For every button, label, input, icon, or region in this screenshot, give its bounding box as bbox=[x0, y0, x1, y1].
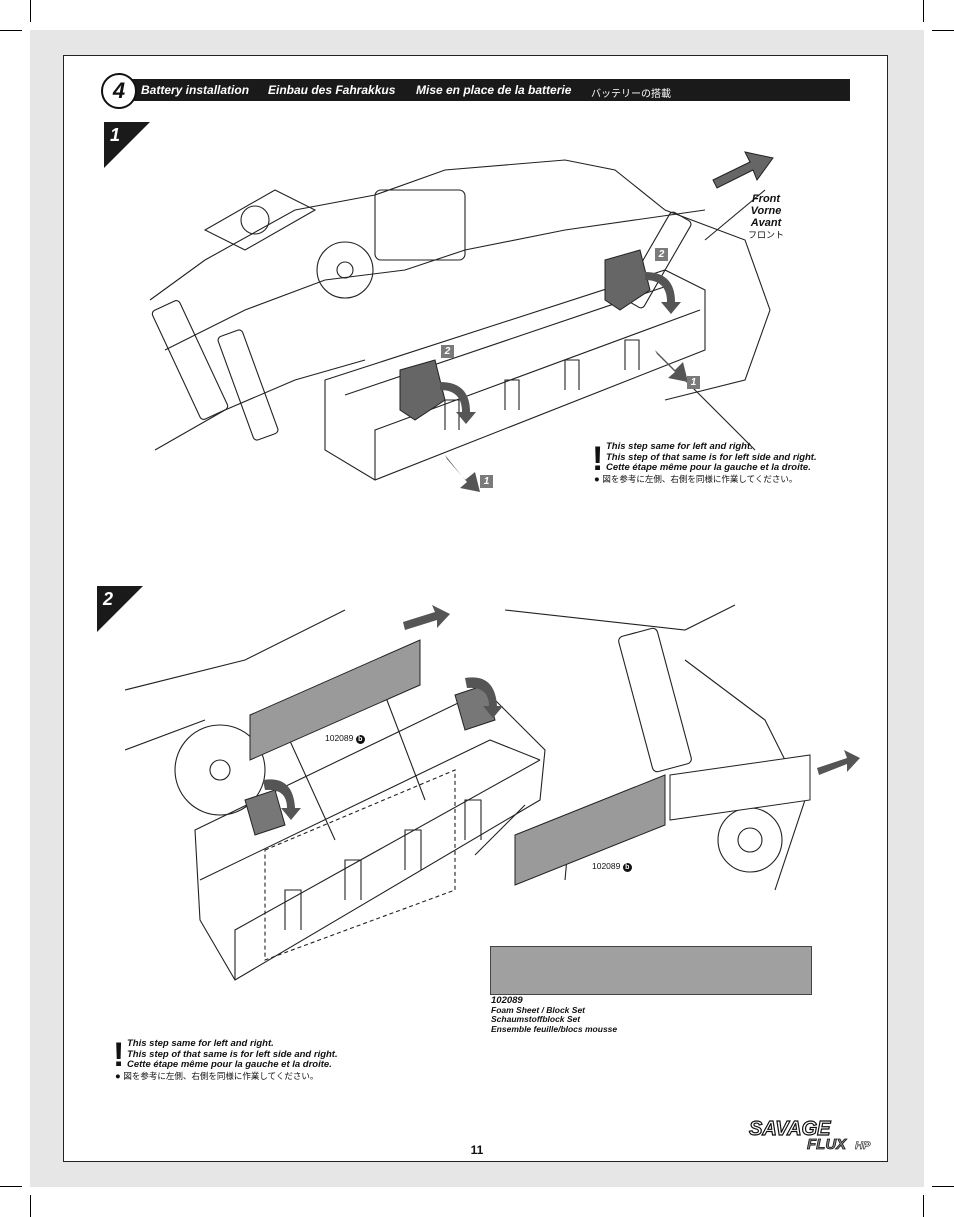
step-header-bar bbox=[117, 79, 850, 101]
crop-mark bbox=[30, 0, 31, 22]
note-en: This step same for left and right. bbox=[127, 1038, 274, 1049]
warning-exclamation-icon: ! bbox=[592, 440, 604, 478]
logo-main-text: SAVAGE bbox=[749, 1118, 831, 1140]
header-title-de: Einbau des Fahrakkus bbox=[268, 83, 396, 97]
part-ref-letter: b bbox=[622, 863, 632, 872]
parts-list-de: Schaumstoffblock Set bbox=[491, 1014, 581, 1024]
callout-1-left: 1 bbox=[480, 475, 493, 488]
crop-mark bbox=[923, 1195, 924, 1217]
crop-mark bbox=[30, 1195, 31, 1217]
savage-flux-logo: SAVAGE FLUX HP bbox=[748, 1117, 871, 1153]
substep-2-number: 2 bbox=[103, 589, 114, 609]
front-label-de: Vorne bbox=[750, 205, 782, 217]
crop-mark bbox=[932, 30, 954, 31]
part-ref-102089-bottom: 102089 b bbox=[592, 861, 632, 872]
parts-list-fr: Ensemble feuille/blocs mousse bbox=[491, 1023, 618, 1034]
bullet-icon: ● bbox=[115, 1071, 121, 1082]
part-ref-number: 102089 bbox=[325, 733, 354, 743]
substep-1-number: 1 bbox=[110, 125, 121, 145]
parts-list-en: Foam Sheet / Block Set bbox=[491, 1004, 585, 1015]
part-ref-number: 102089 bbox=[592, 861, 621, 871]
note-fr: Cette étape même pour la gauche et la dr… bbox=[127, 1059, 332, 1070]
callout-2-left: 2 bbox=[441, 345, 454, 358]
parts-list: 102089 Foam Sheet / Block Set Schaumstof… bbox=[491, 996, 617, 1034]
part-ref-letter: b bbox=[355, 735, 365, 744]
page-number: 11 bbox=[470, 1143, 484, 1157]
chassis-illustration-step1 bbox=[149, 151, 774, 492]
crop-mark bbox=[923, 0, 924, 22]
front-label-fr: Avant bbox=[750, 217, 782, 229]
callout-2-right: 2 bbox=[655, 248, 668, 261]
front-label-jp: フロント bbox=[747, 230, 784, 240]
warning-exclamation-icon: ! bbox=[113, 1036, 125, 1074]
logo-sub-text: FLUX bbox=[807, 1136, 847, 1153]
note-de: This step of that same is for left side … bbox=[127, 1048, 338, 1060]
crop-mark bbox=[0, 30, 22, 31]
note-jp: 図を参考に左側、右側を同様に作業してください。 bbox=[602, 474, 798, 484]
note-de: This step of that same is for left side … bbox=[606, 451, 817, 463]
callout-1-right: 1 bbox=[687, 376, 700, 389]
substep2-note: This step same for left and right. This … bbox=[127, 1038, 338, 1071]
parts-image-box bbox=[490, 946, 812, 995]
header-title-fr: Mise en place de la batterie bbox=[416, 83, 572, 97]
substep1-note: This step same for left and right. This … bbox=[606, 441, 817, 474]
substep1-note-jp-row: ● 図を参考に左側、右側を同様に作業してください。 bbox=[594, 474, 797, 486]
crop-mark bbox=[932, 1186, 954, 1187]
logo-suffix-text: HP bbox=[855, 1140, 871, 1152]
substep2-note-jp-row: ● 図を参考に左側、右側を同様に作業してください。 bbox=[115, 1071, 318, 1083]
front-label-en: Front bbox=[751, 193, 781, 205]
header-title-jp: バッテリーの搭載 bbox=[591, 89, 671, 100]
note-en: This step same for left and right. bbox=[606, 441, 753, 452]
part-ref-102089-top: 102089 b bbox=[325, 733, 365, 744]
front-direction-label: Front Vorne Avant フロント bbox=[740, 193, 792, 241]
crop-mark bbox=[0, 1186, 22, 1187]
note-jp: 図を参考に左側、右側を同様に作業してください。 bbox=[123, 1071, 319, 1081]
bullet-icon: ● bbox=[594, 474, 600, 485]
note-fr: Cette étape même pour la gauche et la dr… bbox=[606, 462, 811, 473]
substep-1-marker bbox=[104, 122, 150, 168]
substep-2-marker bbox=[97, 586, 143, 632]
parts-list-number: 102089 bbox=[491, 995, 523, 1006]
header-title-en: Battery installation bbox=[141, 83, 250, 97]
chassis-illustration-step2 bbox=[125, 604, 860, 981]
step-number-badge: 4 bbox=[101, 73, 137, 109]
